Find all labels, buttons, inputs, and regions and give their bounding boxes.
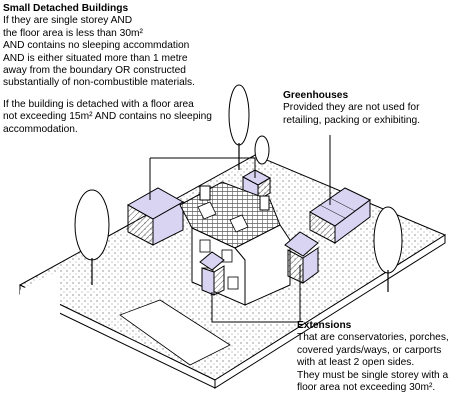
greenhouses-heading: Greenhouses xyxy=(283,90,349,101)
extensions-line: They must be single storey with a xyxy=(297,369,449,381)
small-detached-line: not exceeding 15m² AND contains no sleep… xyxy=(3,111,212,123)
greenhouse xyxy=(309,187,371,244)
house xyxy=(179,181,291,306)
shed-left xyxy=(126,187,185,246)
extensions-note: Extensions That are conservatories, porc… xyxy=(297,320,449,394)
small-detached-line: If they are single storey AND xyxy=(3,15,133,27)
tree-left xyxy=(74,189,110,285)
small-detached-note: Small Detached Buildings If they are sin… xyxy=(3,3,212,136)
tree-far xyxy=(254,135,270,165)
extensions-line: covered yards/ways, or carports xyxy=(297,344,442,356)
extensions-heading: Extensions xyxy=(297,320,352,331)
small-detached-line: the floor area is less than 30m² xyxy=(3,27,143,39)
small-detached-line: away from the boundary OR constructed xyxy=(3,65,186,77)
greenhouses-note: Greenhouses Provided they are not used f… xyxy=(283,90,420,127)
porch-extension xyxy=(199,251,225,296)
extensions-line: with at least 2 open sides. xyxy=(297,357,415,369)
leader-lines xyxy=(149,135,331,323)
greenhouses-line: Provided they are not used for xyxy=(283,102,420,114)
greenhouses-line: retailing, packing or exhibiting. xyxy=(283,114,421,126)
conservatory-extension xyxy=(284,231,319,284)
small-detached-line: substantially of non-combustible materia… xyxy=(3,77,195,89)
tree-center xyxy=(228,84,250,170)
tree-right xyxy=(373,206,403,292)
small-detached-heading: Small Detached Buildings xyxy=(3,3,129,14)
small-detached-line: accommodation. xyxy=(3,123,78,135)
extensions-line: floor area not exceeding 30m². xyxy=(297,382,436,394)
extensions-line: That are conservatories, porches, xyxy=(297,332,449,344)
small-detached-line: AND is either situated more than 1 metre xyxy=(3,52,188,64)
small-detached-line: If the building is detached with a floor… xyxy=(3,98,194,110)
small-detached-line: AND contains no sleeping accommdation xyxy=(3,40,190,52)
